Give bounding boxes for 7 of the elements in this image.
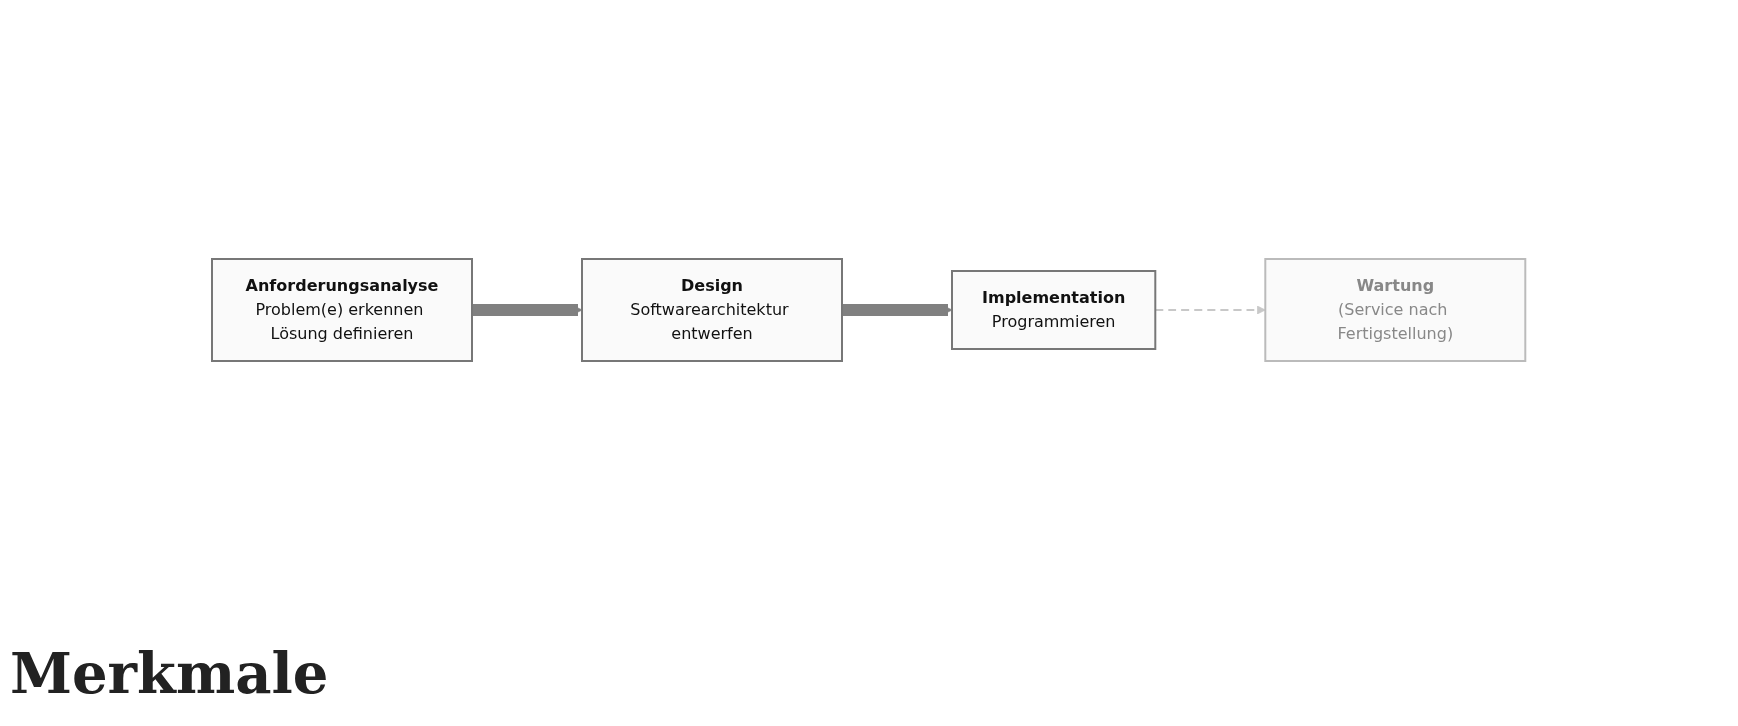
node-box: Anforderungsanalyse Problem(e) erkennen Lösung definieren bbox=[211, 258, 474, 362]
arrow bbox=[842, 304, 953, 316]
section-heading: Merkmale bbox=[10, 640, 329, 706]
arrow bbox=[472, 304, 583, 316]
node-box: Implementation Programmieren bbox=[951, 270, 1157, 350]
node-box: Wartung (Service nach Fertigstellung) bbox=[1264, 258, 1527, 362]
node-box: Design Softwarearchitektur entwerfen bbox=[581, 258, 844, 362]
